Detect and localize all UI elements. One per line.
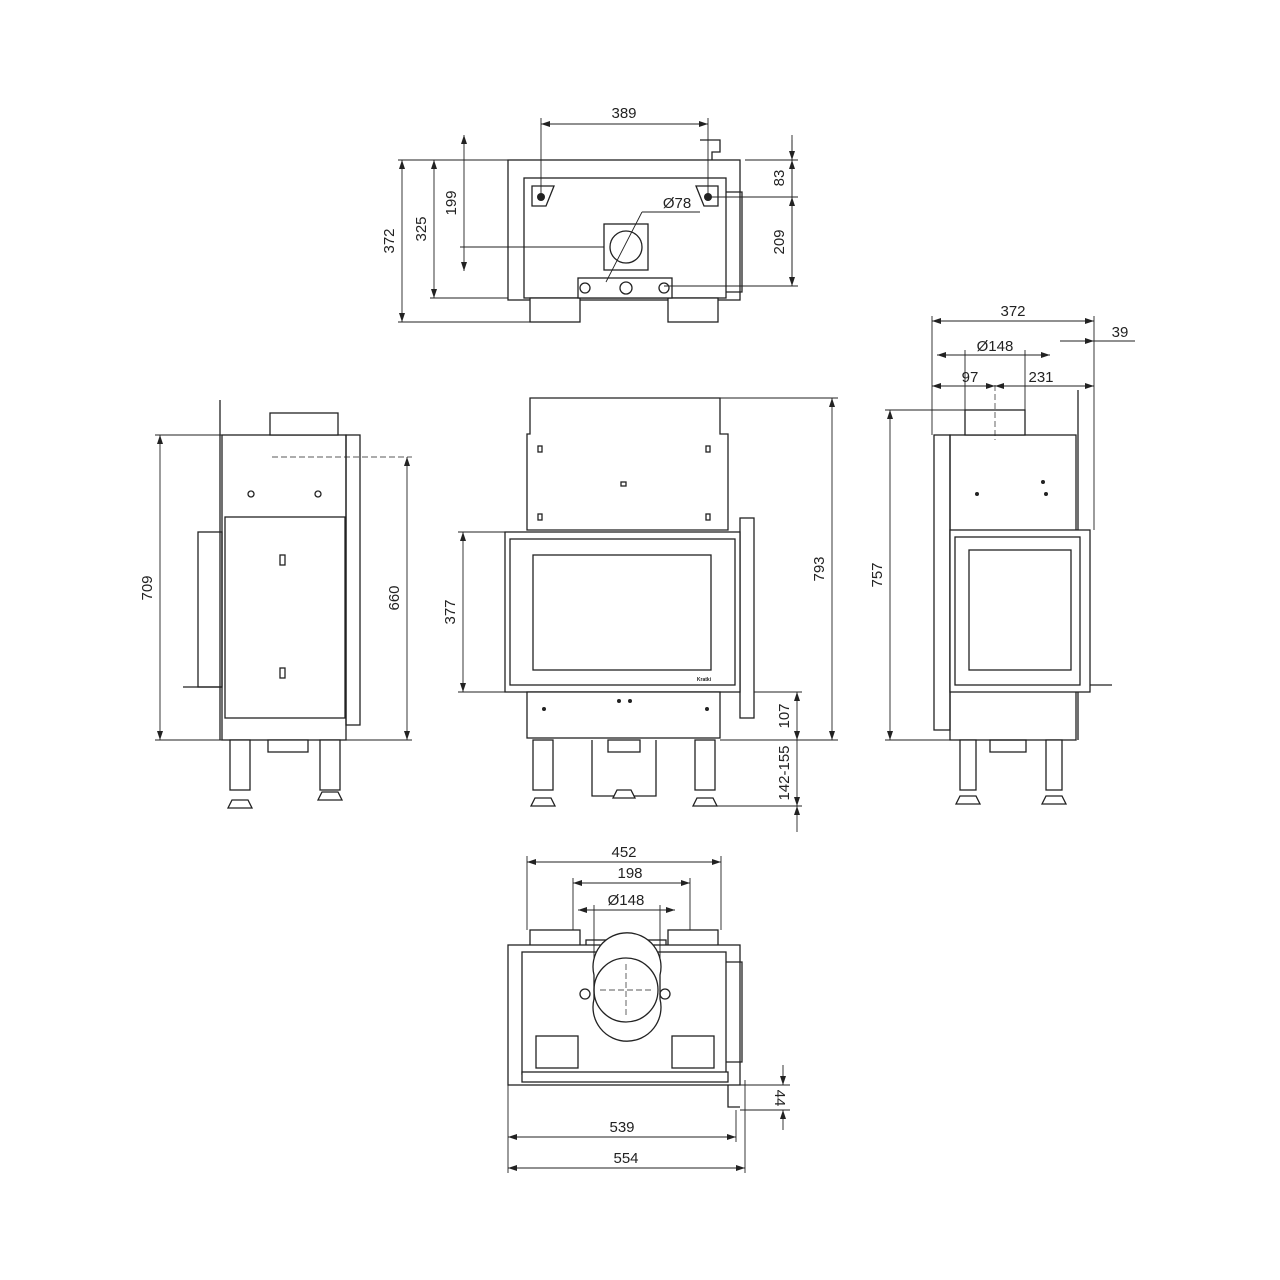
dim-325: 325 — [413, 216, 430, 241]
top-side-frame — [726, 191, 743, 293]
dim-198: 198 — [617, 865, 642, 882]
front-side-frame — [739, 517, 755, 719]
left-side-view: 709 660 — [139, 400, 412, 809]
dim-757: 757 — [869, 562, 886, 587]
dim-107: 107 — [776, 703, 793, 728]
dim-554: 554 — [613, 1150, 638, 1167]
left-leg-2 — [319, 739, 341, 791]
top-leg-right — [667, 297, 719, 323]
left-side-panel — [224, 516, 346, 719]
front-logo: Kratki — [697, 677, 712, 683]
dim-209: 209 — [771, 229, 788, 254]
dim-199: 199 — [443, 190, 460, 215]
front-leg-left — [532, 739, 554, 791]
dim-83: 83 — [771, 170, 788, 187]
dim-d148-side: Ø148 — [977, 338, 1014, 355]
top-handle — [700, 139, 721, 160]
bottom-view: 452 198 Ø148 539 554 44 — [507, 844, 790, 1173]
left-flue-top — [269, 412, 339, 436]
front-base — [526, 691, 721, 739]
dim-d148-bottom: Ø148 — [608, 892, 645, 909]
dim-793: 793 — [811, 556, 828, 581]
dim-452: 452 — [611, 844, 636, 861]
dim-44: 44 — [771, 1090, 788, 1107]
dim-389: 389 — [611, 105, 636, 122]
right-leg-2 — [1045, 739, 1063, 791]
dim-142-155: 142-155 — [776, 745, 793, 800]
dim-377: 377 — [442, 599, 459, 624]
dim-231: 231 — [1028, 369, 1053, 386]
bottom-flue-circle — [593, 957, 659, 1023]
dim-372-side: 372 — [1000, 303, 1025, 320]
dim-539: 539 — [609, 1119, 634, 1136]
left-leg-1 — [229, 739, 251, 791]
dim-97: 97 — [962, 369, 979, 386]
front-top-box — [526, 397, 729, 531]
right-leg-1 — [959, 739, 977, 791]
right-side-view: 372 39 Ø148 97 231 757 — [869, 303, 1135, 805]
top-rear-bar — [577, 277, 673, 299]
front-view: Kratki 377 793 107 142-155 — [442, 397, 838, 832]
top-view: 389 372 325 199 83 209 Ø78 — [381, 105, 798, 323]
top-flue-plate — [603, 223, 649, 271]
front-leg-right — [694, 739, 716, 791]
dim-709: 709 — [139, 575, 156, 600]
dim-660: 660 — [386, 585, 403, 610]
front-door — [509, 538, 736, 686]
dim-39: 39 — [1112, 324, 1129, 341]
dim-372-top: 372 — [381, 228, 398, 253]
right-glass — [968, 549, 1072, 671]
top-leg-left — [529, 297, 581, 323]
front-glass — [532, 554, 712, 671]
top-flue-circle — [609, 230, 643, 264]
dim-d78: Ø78 — [663, 195, 691, 212]
bottom-flue-outline — [592, 932, 662, 1042]
